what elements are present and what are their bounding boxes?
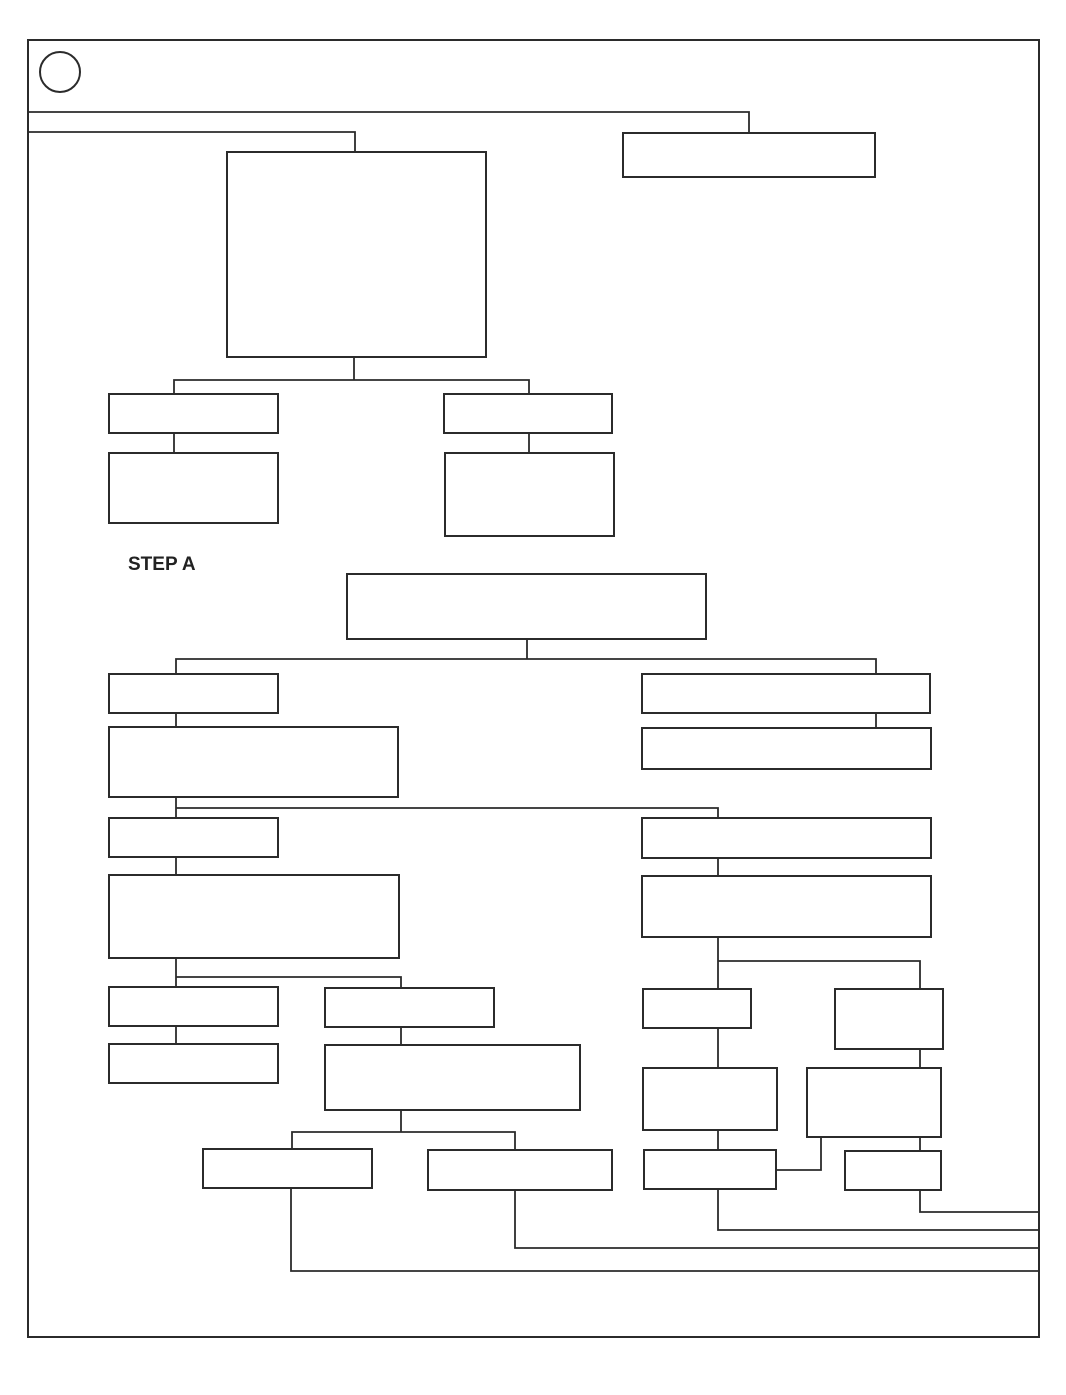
box-main-large [226, 151, 487, 358]
box-left-1-body [108, 726, 399, 798]
box-right-3b-header [834, 988, 944, 1050]
connector-exit-1 [919, 1190, 1039, 1213]
box-right-3b-leaf [844, 1150, 942, 1191]
box-a1-header [108, 393, 279, 434]
connector-mid-split [291, 1131, 516, 1150]
connector-left-2-split [176, 976, 402, 988]
box-a2-header [443, 393, 613, 434]
connector-exit-3 [514, 1190, 1039, 1249]
box-right-1-body [641, 727, 932, 770]
connector-right-2-split [718, 960, 921, 989]
box-top-right [622, 132, 876, 178]
box-step-root [346, 573, 707, 640]
box-right-3a-header [642, 988, 752, 1029]
box-left-3-body [108, 1043, 279, 1084]
box-a1-body [108, 452, 279, 524]
box-left-1-header [108, 673, 279, 714]
connector-exit-2 [717, 1189, 1039, 1231]
box-left-2-body [108, 874, 400, 959]
box-right-2-body [641, 875, 932, 938]
box-leaf-1 [202, 1148, 373, 1189]
connector-exit-4 [290, 1188, 1039, 1272]
connector-right-3b-to-leaf [776, 1137, 822, 1171]
box-right-3b-body [806, 1067, 942, 1138]
box-right-3a-body [642, 1067, 778, 1131]
box-right-2-header [641, 817, 932, 859]
box-mid-body [324, 1044, 581, 1111]
step-label: STEP A [128, 554, 196, 575]
box-left-2-header [108, 817, 279, 858]
box-right-3a-leaf [643, 1149, 777, 1190]
connector-left-cross [176, 807, 719, 818]
box-a2-body [444, 452, 615, 537]
connector-top-right [28, 111, 750, 133]
box-left-3-header [108, 986, 279, 1027]
page-frame [27, 39, 1040, 1338]
connector-step-root-split [175, 658, 877, 674]
connector-main-split [173, 379, 530, 393]
box-leaf-2 [427, 1149, 613, 1191]
box-mid-header [324, 987, 495, 1028]
box-right-1-header [641, 673, 931, 714]
connector-top-main [28, 131, 356, 152]
corner-circle-marker [39, 51, 81, 93]
